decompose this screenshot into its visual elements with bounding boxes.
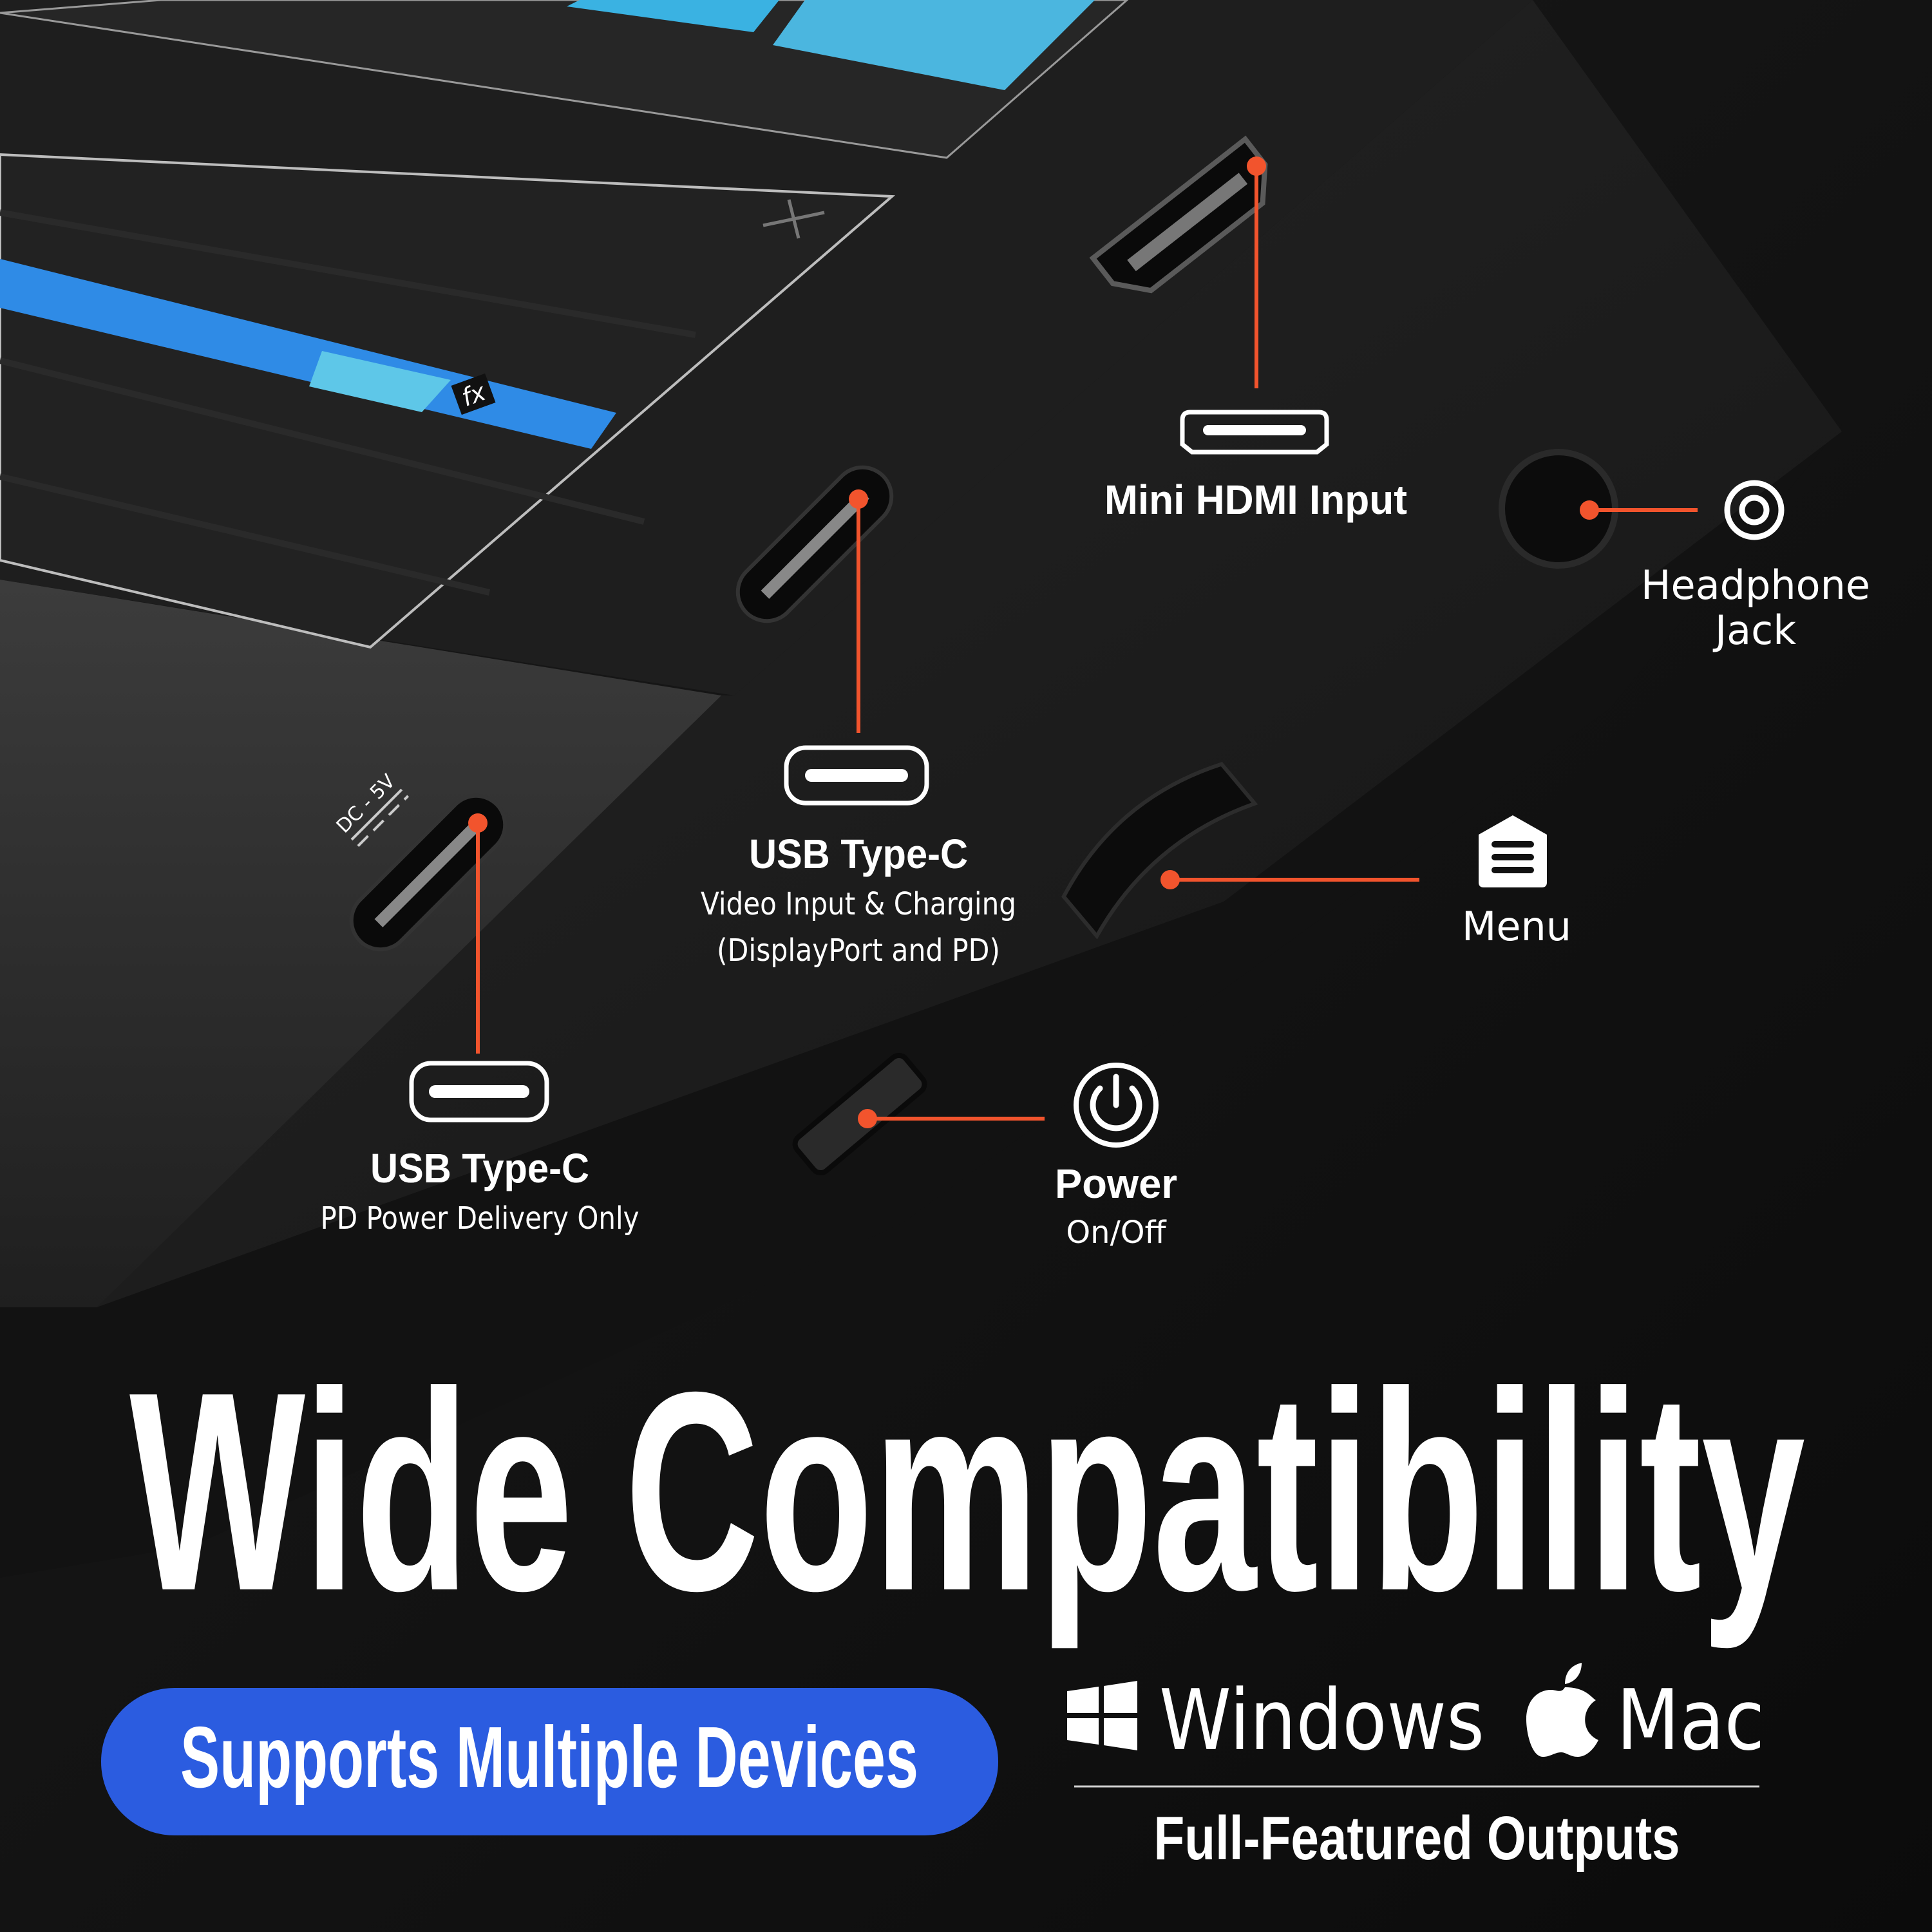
menu-dial: [1061, 762, 1258, 940]
footer-label: Full-Featured Outputs: [1154, 1804, 1680, 1873]
mini-hdmi-title: Mini HDMI Input: [1104, 477, 1407, 523]
apple-icon: [1526, 1663, 1598, 1757]
menu-label: Menu: [1462, 903, 1571, 950]
headphone-label-line2: Jack: [1712, 607, 1796, 654]
fx-badge: fx: [451, 373, 496, 415]
screen-thumbnail-1: [567, 0, 779, 32]
callout-headphone: Headphone Jack: [1580, 480, 1870, 654]
mini-hdmi-icon: [1180, 410, 1329, 455]
windows-icon: [1067, 1681, 1137, 1750]
power-subtitle: On/Off: [1066, 1215, 1166, 1251]
mac-label: Mac: [1616, 1671, 1765, 1769]
mini-hdmi-port: [1089, 135, 1268, 294]
screen-track-line: [0, 357, 645, 525]
usb-c-video-line1: Video Input & Charging: [701, 886, 1016, 922]
power-icon: [1074, 1063, 1159, 1148]
callout-usb-c-video: USB Type-C Video Input & Charging (Displ…: [701, 489, 1016, 969]
callout-mini-hdmi: Mini HDMI Input: [1104, 156, 1407, 523]
usb-c-power-line1: PD Power Delivery Only: [321, 1200, 639, 1236]
close-icon[interactable]: [762, 199, 825, 239]
supports-multiple-devices-badge: Supports Multiple Devices: [101, 1688, 998, 1835]
callout-power: Power On/Off: [858, 1063, 1177, 1251]
screen-thumbnail-2: [773, 0, 1095, 90]
screen-track-line: [0, 473, 491, 596]
usb-c-video-title: USB Type-C: [749, 831, 968, 877]
usb-c-icon: [409, 1061, 549, 1122]
usb-c-power-title: USB Type-C: [370, 1145, 589, 1191]
screen-clip-thumbnail: [309, 351, 451, 412]
callout-usb-c-power: USB Type-C PD Power Delivery Only: [321, 813, 639, 1236]
screen-track-line: [0, 209, 696, 338]
windows-label: Windows: [1159, 1671, 1484, 1769]
headphone-label-line1: Headphone: [1641, 562, 1870, 609]
headphone-jack-icon: [1724, 480, 1785, 540]
menu-icon: [1479, 815, 1547, 887]
usb-c-port-power: [349, 793, 507, 952]
usb-c-icon: [784, 745, 929, 806]
power-title: Power: [1055, 1160, 1177, 1207]
pill-label: Supports Multiple Devices: [180, 1709, 918, 1806]
headline: Wide Compatibility: [129, 1334, 1806, 1651]
usb-c-video-line2: (DisplayPort and PD): [717, 933, 1000, 969]
device-side-panel: [0, 0, 1842, 1307]
callout-menu: Menu: [1160, 815, 1571, 950]
